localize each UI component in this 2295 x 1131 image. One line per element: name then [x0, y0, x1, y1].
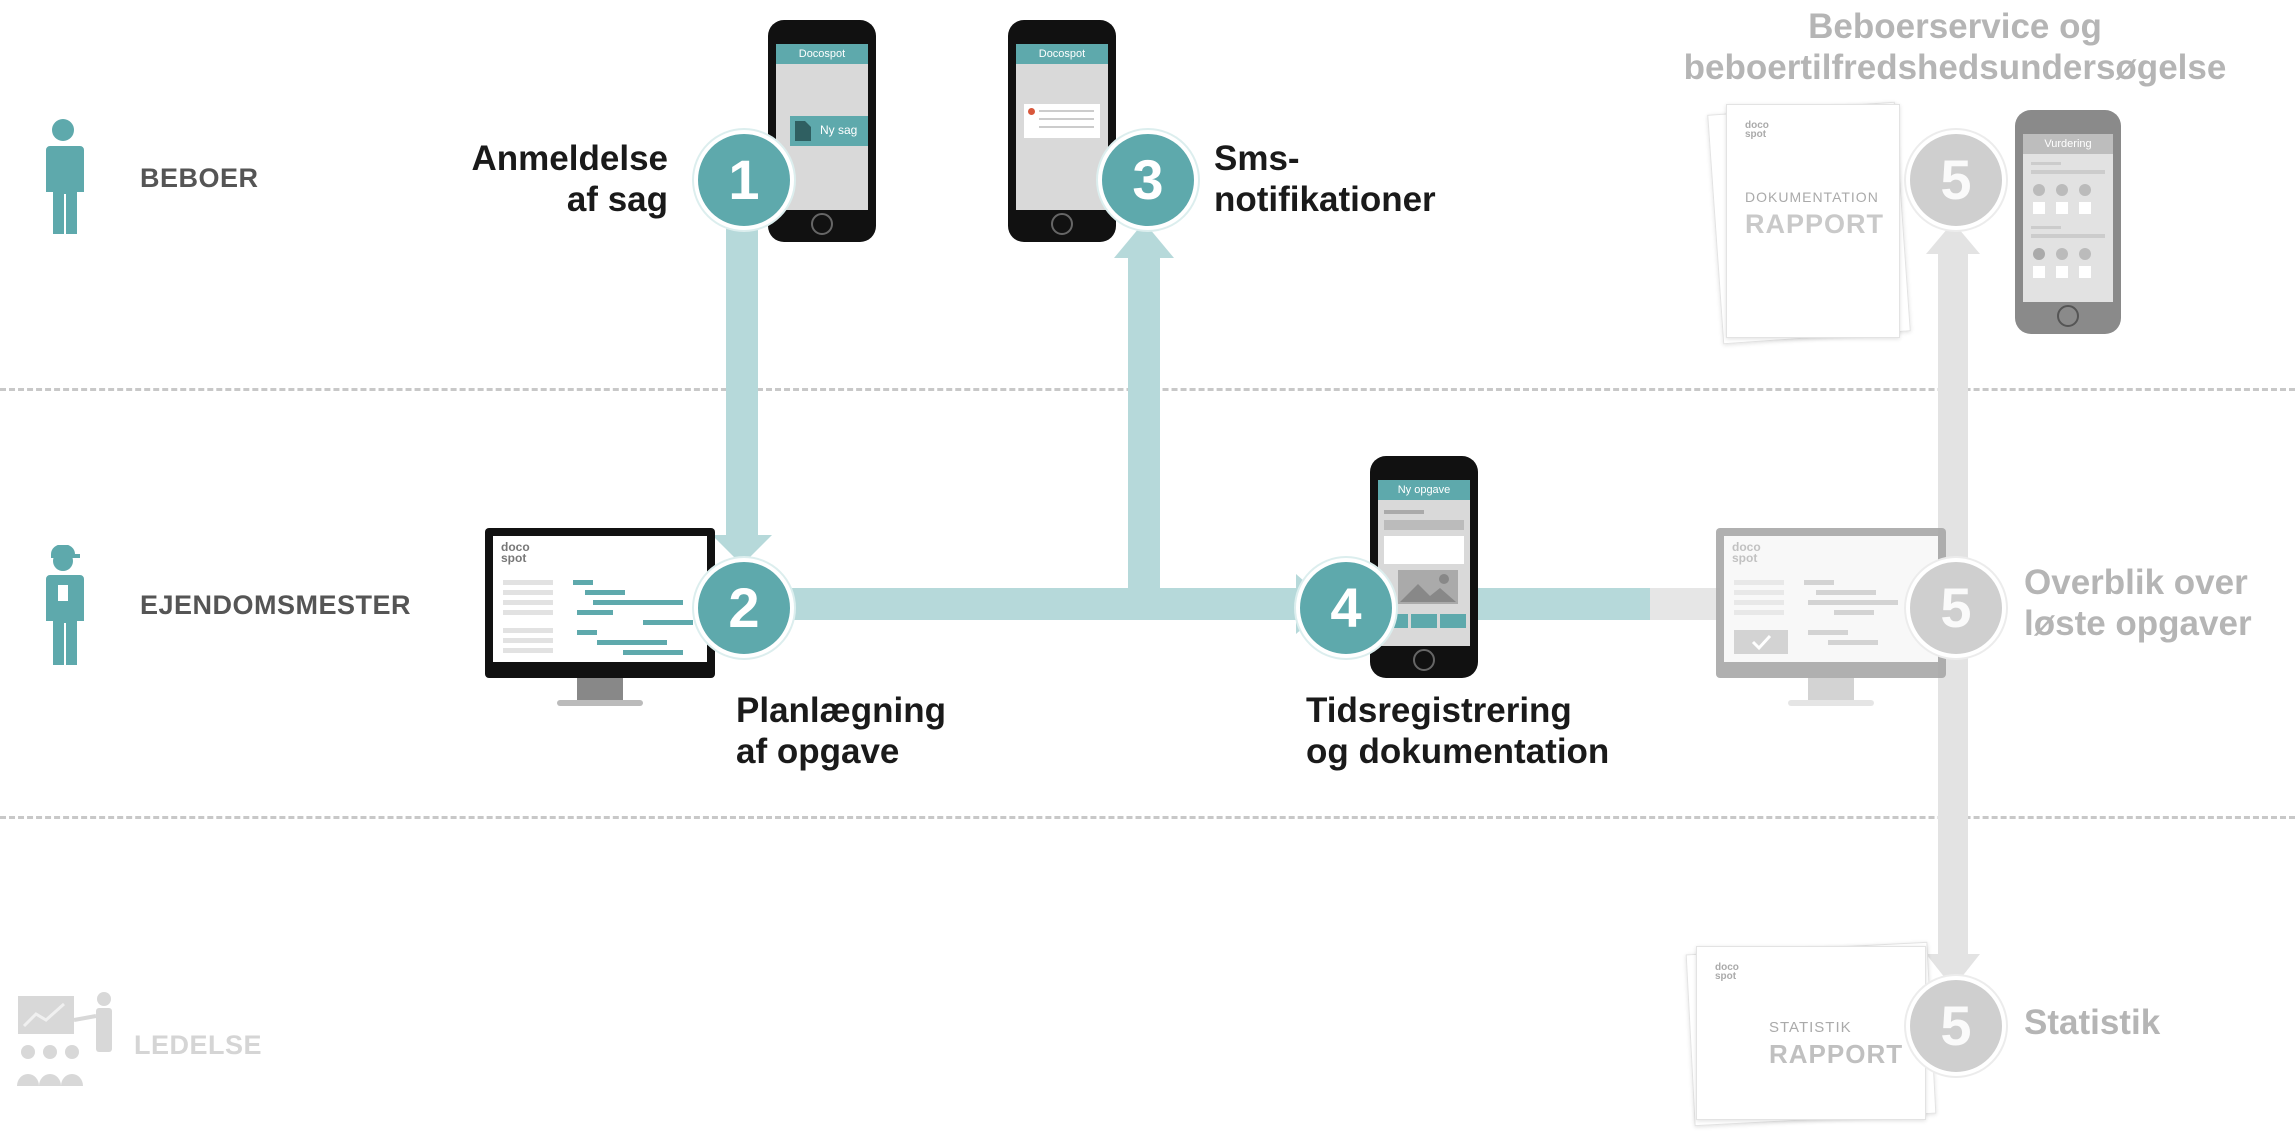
- arrow-2-to-4: [780, 588, 1300, 620]
- lane-divider-bottom: [0, 816, 2295, 819]
- report-bottom-text: RAPPORT: [1769, 1039, 1904, 1069]
- mail-button[interactable]: [1440, 614, 1466, 628]
- step-1-badge: 1: [694, 130, 794, 230]
- smiley-icon: [2079, 184, 2091, 196]
- arrow-5-up-head: [1926, 222, 1980, 254]
- phone-header: Docospot: [776, 44, 868, 64]
- phone-task: Ny opgave: [1370, 456, 1478, 678]
- arrow-to-3-head: [1114, 222, 1174, 258]
- checkbox-checked[interactable]: [2079, 202, 2091, 214]
- step-3-label: Sms- notifikationer: [1214, 139, 1436, 219]
- report-top-text: DOKUMENTATION: [1745, 189, 1879, 205]
- phone-survey: Vurdering: [2015, 110, 2121, 334]
- step-2-badge: 2: [694, 558, 794, 658]
- smiley-icon: [2033, 184, 2045, 196]
- notification-card: [1024, 104, 1100, 138]
- step-3-badge: 3: [1098, 130, 1198, 230]
- step-5-badge-overview: 5: [1906, 558, 2006, 658]
- step-4-label: Tidsregistrering og dokumentation: [1306, 691, 1610, 771]
- checkbox[interactable]: [2033, 202, 2045, 214]
- phone-header: Ny opgave: [1378, 480, 1470, 500]
- step-2-label: Planlægning af opgave: [736, 691, 946, 771]
- step-5-overview-label: Overblik over løste opgaver: [2024, 563, 2252, 643]
- arrow-1-to-2-head: [712, 535, 772, 565]
- image-icon: [1398, 570, 1458, 604]
- person-icon: [46, 119, 84, 234]
- smiley-icon: [2033, 248, 2045, 260]
- checkbox-checked[interactable]: [2056, 266, 2068, 278]
- step-5-service-label: Beboerservice og beboertilfredshedsunder…: [1683, 7, 2227, 87]
- step-5-badge-statistics: 5: [1906, 976, 2006, 1076]
- smiley-icon: [2079, 248, 2091, 260]
- document-icon: [795, 121, 811, 141]
- step-5-badge-service: 5: [1906, 130, 2006, 230]
- checkbox[interactable]: [2033, 266, 2045, 278]
- smiley-icon: [2056, 248, 2068, 260]
- step-4-badge: 4: [1296, 558, 1396, 658]
- caretaker-icon: [46, 545, 84, 665]
- arrow-to-3: [1128, 255, 1160, 590]
- role-label-management: LEDELSE: [134, 1030, 263, 1060]
- home-button-icon: [2057, 305, 2079, 327]
- step-1-label: Anmeldelse af sag: [471, 139, 668, 219]
- new-case-button[interactable]: Ny sag: [790, 116, 868, 146]
- phone-header: Docospot: [1016, 44, 1108, 64]
- phone-header: Vurdering: [2023, 134, 2113, 154]
- home-button-icon: [1051, 213, 1073, 235]
- checkmark-icon: [1734, 630, 1788, 654]
- arrow-5-down-head: [1926, 954, 1980, 988]
- photo-button[interactable]: [1411, 614, 1437, 628]
- smiley-icon: [2056, 184, 2068, 196]
- home-button-icon: [1413, 649, 1435, 671]
- report-bottom-text: RAPPORT: [1745, 209, 1885, 239]
- checkbox[interactable]: [2056, 202, 2068, 214]
- checkbox[interactable]: [2079, 266, 2091, 278]
- home-button-icon: [811, 213, 833, 235]
- report-top-text: STATISTIK: [1769, 1019, 1852, 1036]
- arrow-1-to-2: [726, 210, 758, 540]
- role-label-caretaker: EJENDOMSMESTER: [140, 590, 412, 620]
- new-case-label: Ny sag: [820, 123, 858, 137]
- role-label-resident: BEBOER: [140, 163, 259, 193]
- arrow-4-to-overview: [1470, 588, 1650, 620]
- alert-icon: [1028, 108, 1035, 115]
- arrow-4-to-overview-grey: [1650, 588, 1720, 620]
- presentation-icon: [17, 992, 112, 1086]
- step-5-statistics-label: Statistik: [2024, 1003, 2161, 1042]
- phone-sms: Docospot: [1008, 20, 1116, 242]
